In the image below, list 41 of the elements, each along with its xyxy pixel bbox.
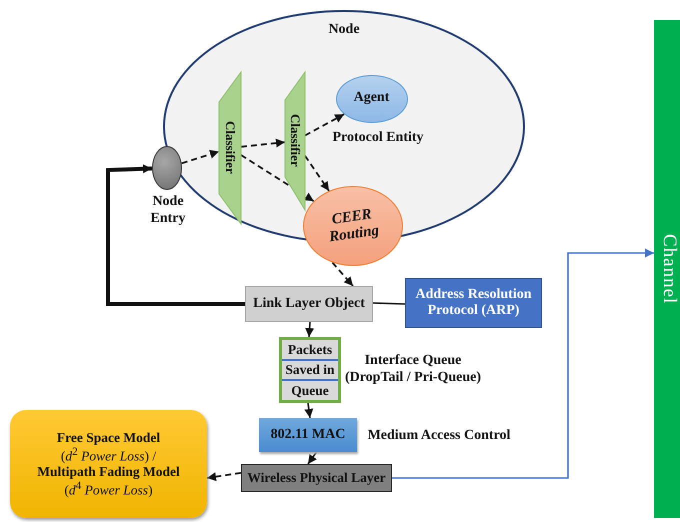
arrow xyxy=(240,138,286,148)
node-label: (d$^{4}$ Power Loss) xyxy=(64,480,153,498)
node-label: 802.11 MAC xyxy=(270,426,346,444)
classifier-label: Classifier xyxy=(222,121,237,174)
arrow xyxy=(305,322,314,338)
arrow xyxy=(304,402,314,418)
node-label: (d$^{2}$ Power Loss) / xyxy=(60,446,156,464)
node-label: Multipath Fading Model xyxy=(37,464,180,480)
classifier-label: Classifier xyxy=(287,114,302,167)
node-title: Node xyxy=(328,22,360,38)
arrow xyxy=(304,113,345,136)
queue-cell: Queue xyxy=(282,379,338,400)
arrow xyxy=(240,154,314,202)
node-label: Wireless Physical Layer xyxy=(247,470,386,486)
node-label: Free Space Model xyxy=(56,430,160,446)
node-label: Link Layer Object xyxy=(253,296,365,312)
arrow xyxy=(392,248,654,479)
channel-bar xyxy=(654,20,680,518)
channel-label: Channel xyxy=(658,234,680,304)
queue-box xyxy=(279,337,341,403)
side-label: Medium Access Control xyxy=(366,428,512,445)
side-label: Interface Queue (DropTail / Pri-Queue) xyxy=(344,353,482,387)
node-label: Address Resolution Protocol (ARP) xyxy=(414,286,533,320)
arp-box xyxy=(405,278,542,328)
physical-layer-box xyxy=(241,464,392,492)
node-label: CEER Routing xyxy=(327,205,381,248)
arrow xyxy=(307,452,318,464)
side-label: Protocol Entity xyxy=(331,130,425,147)
arrow xyxy=(206,472,242,482)
side-label: Node Entry xyxy=(150,194,186,228)
mac-box xyxy=(259,418,357,452)
arrow xyxy=(106,164,245,306)
queue-cell: Saved in xyxy=(282,358,338,380)
propagation-model-box xyxy=(10,410,207,518)
arrow xyxy=(332,262,354,287)
link-layer-box xyxy=(245,286,373,322)
arrow xyxy=(304,155,330,192)
node-label: Agent xyxy=(354,90,390,107)
node-entry-circle xyxy=(152,146,182,190)
queue-cell-text: Packets xyxy=(286,340,334,359)
arrow xyxy=(181,150,220,164)
